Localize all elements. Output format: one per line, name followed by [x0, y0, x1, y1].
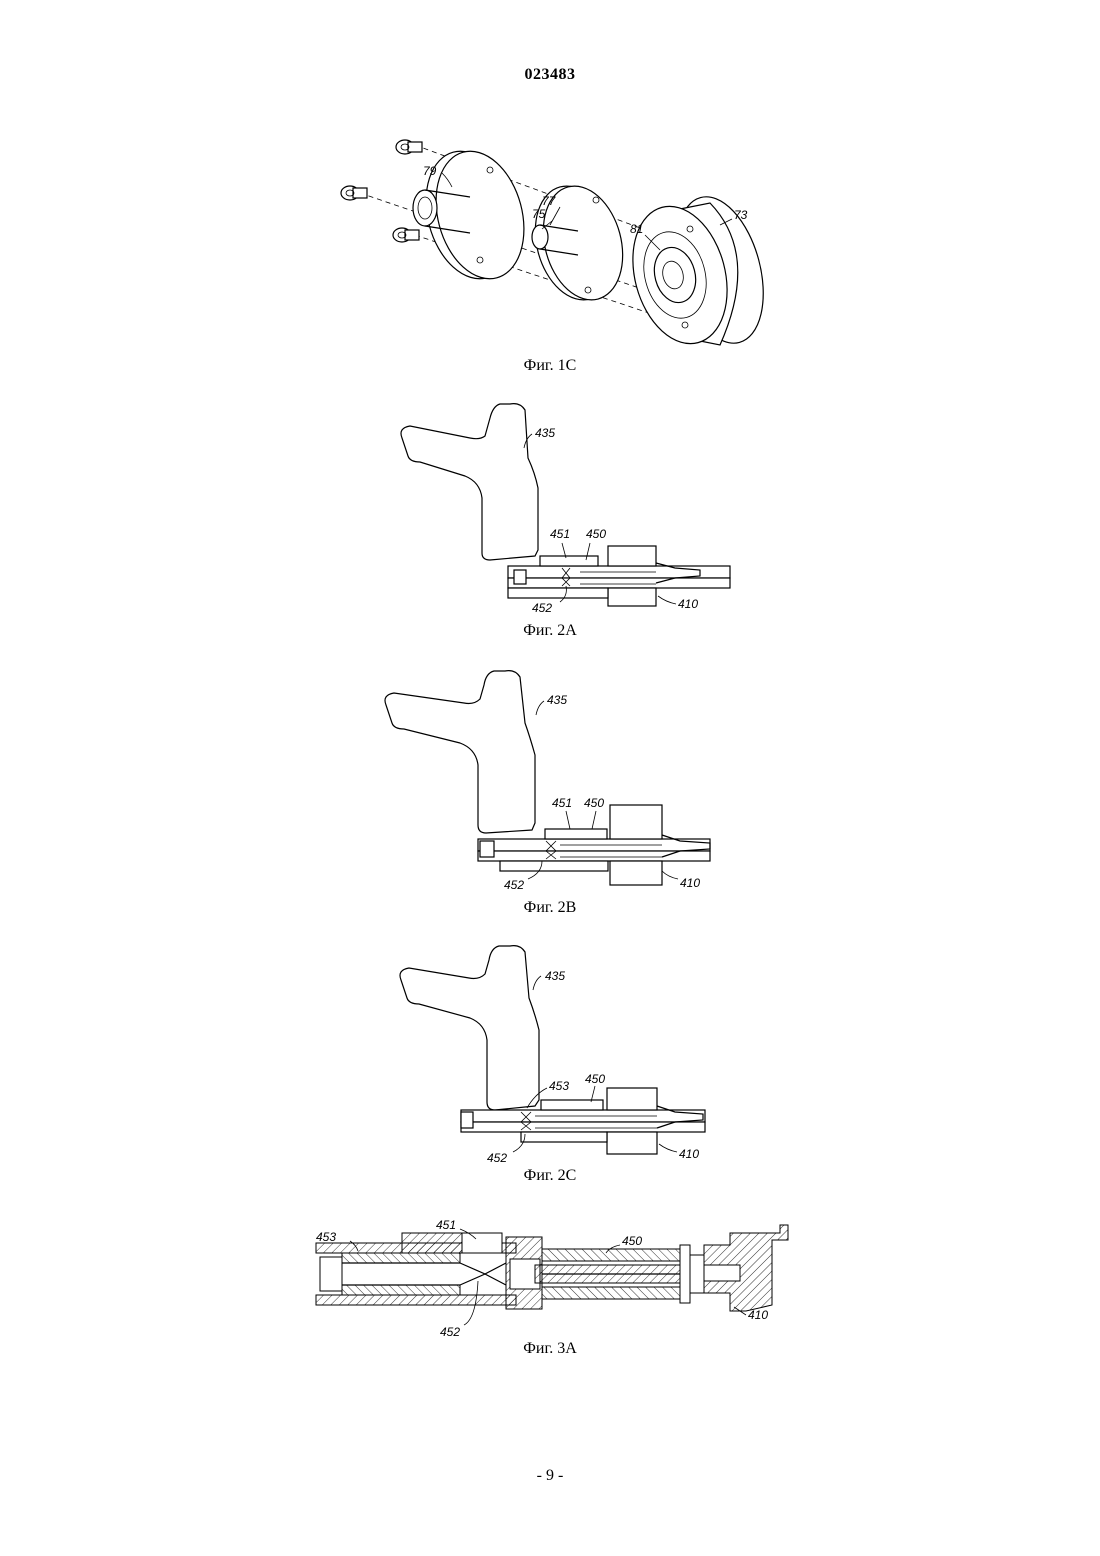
label-79: 79 [423, 164, 437, 178]
label-81: 81 [630, 222, 643, 236]
label-451: 451 [550, 527, 570, 541]
figure-1c-drawing: 79 77 75 81 73 [320, 125, 780, 355]
label-435: 435 [547, 693, 567, 707]
label-450: 450 [586, 527, 606, 541]
label-452: 452 [504, 878, 524, 892]
label-452: 452 [487, 1151, 507, 1165]
figure-2c-drawing: 435 453 450 452 410 [395, 940, 715, 1165]
label-450: 450 [585, 1072, 605, 1086]
label-453: 453 [316, 1230, 336, 1244]
figure-1c-caption: Фиг. 1C [0, 357, 1100, 375]
figure-3a-drawing: 453 451 450 452 410 [310, 1215, 800, 1340]
label-73: 73 [734, 208, 748, 222]
figure-2b-caption: Фиг. 2B [0, 899, 1100, 917]
label-77: 77 [542, 194, 557, 208]
handle-435 [401, 404, 538, 560]
label-435: 435 [535, 426, 555, 440]
handle-435 [385, 671, 535, 833]
assembly-2b [478, 805, 710, 885]
flange-77 [523, 177, 634, 309]
label-410: 410 [678, 597, 698, 611]
label-450: 450 [622, 1234, 642, 1248]
screw-middle [341, 186, 367, 200]
label-410: 410 [679, 1147, 699, 1161]
screw-top [396, 140, 422, 154]
label-451: 451 [552, 796, 572, 810]
figure-2b-drawing: 435 451 450 452 410 [380, 665, 720, 895]
label-453: 453 [549, 1079, 569, 1093]
figure-2a-caption: Фиг. 2A [0, 622, 1100, 640]
screw-bottom [393, 228, 419, 242]
handle-435 [400, 946, 539, 1110]
label-451: 451 [436, 1218, 456, 1232]
label-452: 452 [440, 1325, 460, 1339]
housing-73 [618, 187, 778, 354]
cross-section-body [316, 1225, 788, 1311]
figure-2c-caption: Фиг. 2C [0, 1167, 1100, 1185]
label-75: 75 [532, 207, 546, 221]
page-number: - 9 - [0, 1467, 1100, 1485]
assembly-2c [461, 1088, 705, 1154]
label-435: 435 [545, 969, 565, 983]
label-410: 410 [748, 1308, 768, 1322]
label-410: 410 [680, 876, 700, 890]
label-450: 450 [584, 796, 604, 810]
figure-3a-caption: Фиг. 3A [0, 1340, 1100, 1358]
label-452: 452 [532, 601, 552, 615]
figure-2a-drawing: 435 451 450 452 410 [390, 398, 720, 618]
document-number: 023483 [0, 66, 1100, 84]
